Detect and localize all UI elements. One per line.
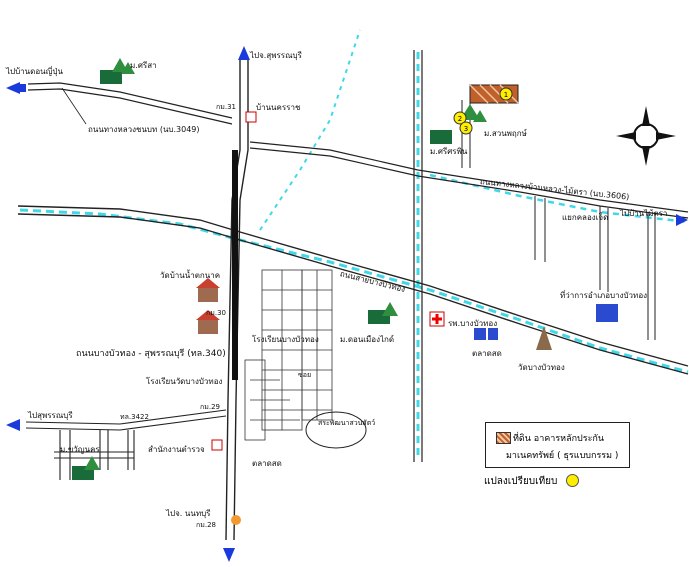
village-icon-right [430, 104, 487, 144]
label-ban-krat-wang: บ้านนครราช [256, 103, 301, 112]
village-icon-mid [368, 302, 398, 324]
hospital-icon [429, 311, 445, 327]
label-to-nonthaburi: ไปจ. นนทบุรี [166, 509, 211, 518]
house-icons [196, 278, 220, 334]
label-to-ban-pang: ไปสุพรรณบุรี [28, 411, 73, 420]
label-market2: ตลาดสด [252, 459, 282, 468]
road-3049 [27, 82, 233, 125]
label-police: สำนักงานตำรวจ [148, 445, 205, 454]
label-lat-lung: แยกคลองเจ็ด [562, 213, 609, 222]
label-km29: กม.29 [200, 403, 220, 411]
legend-line2: มาเนคทรัพย์ ( ธุรแบบกรรม ) [506, 451, 619, 461]
arrow-east [676, 214, 688, 226]
legend: ที่ดิน อาคารหลักประกัน มาเนคทรัพย์ ( ธุร… [485, 422, 630, 468]
village-icon-lower [72, 456, 100, 480]
label-school: โรงเรียนบางบัวทอง [252, 335, 319, 344]
label-road-4444: ทล.3422 [120, 413, 149, 421]
label-ma-lasupha: ม.ศรีศรพิน [430, 147, 468, 156]
marker-3-label: 3 [464, 125, 468, 133]
arrow-west-top [6, 82, 20, 94]
marker-1-label: 1 [504, 91, 508, 99]
marker-2 [453, 111, 467, 125]
label-pinklao: ม.ดอนเมืองไกด์ [340, 335, 395, 344]
street-grid [244, 269, 333, 441]
arrow-south [223, 548, 235, 562]
legend-swatch [496, 432, 511, 444]
label-km30: กม.30 [206, 309, 226, 317]
label-road-340: ถนนบางบัวทอง - สุพรรณบุรี (ทล.340) [76, 349, 226, 359]
road-340 [225, 60, 249, 541]
arrow-west-bottom [6, 419, 20, 431]
label-to-ban-khao-yai: ไปบ้านดอนญี่ปุ่น [6, 67, 63, 76]
label-pond: สระพัฒนาสวนสัตว์ [318, 419, 376, 427]
label-soi: ซอย [298, 371, 312, 379]
temple-icon [536, 326, 552, 350]
label-road-3049: ถนนทางหลวงชนบท (นบ.3049) [88, 125, 200, 134]
label-km31: กม.31 [216, 103, 236, 111]
blue-buildings [474, 304, 618, 340]
road-340-median [232, 150, 238, 380]
ball-icon [231, 515, 241, 525]
marker-3 [459, 121, 473, 135]
road-3606 [249, 141, 689, 219]
comparison-marker-icon [566, 474, 579, 487]
road-diagonal-main [17, 205, 689, 375]
gas-icon-1 [245, 111, 257, 123]
label-to-suphanburi: ไปจ.สุพรรณบุรี [250, 51, 302, 60]
label-km28: กม.28 [196, 521, 216, 529]
label-hospital: รพ.บางบัวทอง [448, 319, 498, 328]
label-wat-bang-bua: วัดบางบัวทอง [518, 363, 565, 372]
label-market: ตลาดสด [472, 349, 502, 358]
label-vill-nakorn: ม.ขวัญนคร [60, 445, 100, 454]
gas-icon-2 [211, 439, 223, 451]
legend-line1: ที่ดิน อาคารหลักประกัน [513, 434, 605, 444]
marker-1 [499, 87, 513, 101]
comparison-note: แปลงเปรียบเทียบ [484, 476, 558, 487]
arrow-north [238, 46, 250, 60]
label-to-ban-mai: ไปบ้านไม้ตรา [620, 209, 668, 218]
label-ma-jitra: ม.ศรีสา [130, 61, 157, 70]
label-ma-sriphet: ม.สวนพฤกษ์ [484, 129, 527, 138]
label-wat-bon: วัดบ้านน้ำตกนาค [160, 271, 221, 280]
canal-diagonal [259, 29, 361, 231]
pond [305, 411, 367, 449]
marker-2-label: 2 [458, 115, 462, 123]
label-condo: ที่ว่าการอำเภอบางบัวทอง [560, 291, 648, 300]
compass-icon [616, 106, 676, 166]
village-icon-top [100, 58, 135, 84]
label-school2: โรงเรียนวัดบางบัวทอง [146, 377, 223, 386]
